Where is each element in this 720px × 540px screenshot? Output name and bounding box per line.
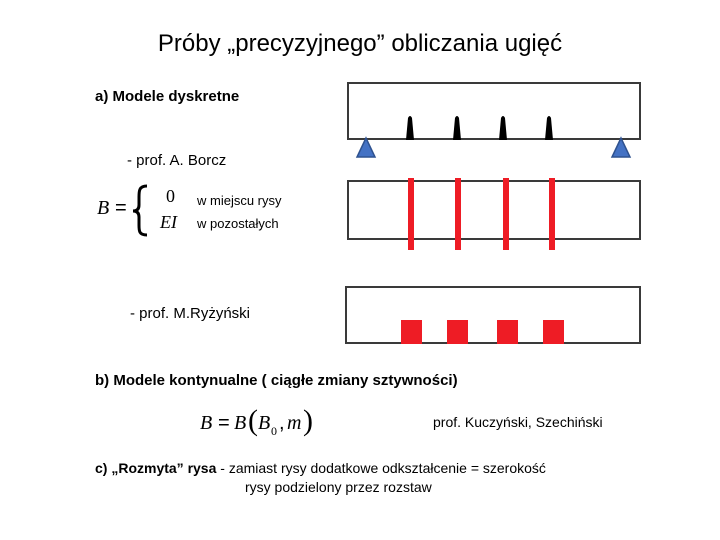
point-load-4 xyxy=(545,116,553,140)
formula-b-arg1: B xyxy=(258,412,271,434)
left-support-icon xyxy=(355,136,377,158)
section-c-line1: - zamiast rysy dodatkowe odkształcenie =… xyxy=(216,460,546,476)
section-b-heading: b) Modele kontynualne ( ciągłe zmiany sz… xyxy=(95,372,458,389)
zone-block-1 xyxy=(401,320,422,344)
section-c-heading: c) „Rozmyta” rysa xyxy=(95,460,217,476)
zone-block-3 xyxy=(497,320,518,344)
zone-block-4 xyxy=(543,320,564,344)
beam-loads-and-supports xyxy=(355,116,632,158)
author-ryzynski: - prof. M.Ryżyński xyxy=(130,305,251,322)
section-c: c) „Rozmyta” rysa - zamiast rysy dodatko… xyxy=(95,460,546,476)
formula-b-equals: = xyxy=(218,412,230,434)
formula-b-sep: , xyxy=(279,412,285,434)
authors-kuczynski: prof. Kuczyński, Szechiński xyxy=(433,414,603,430)
point-load-3 xyxy=(499,116,507,140)
section-c-line2: rysy podzielony przez rozstaw xyxy=(245,479,432,495)
formula-lhs: B xyxy=(97,197,110,219)
curly-brace xyxy=(132,184,148,237)
formula-b-arg2: m xyxy=(287,412,302,434)
formula-equals: = xyxy=(115,197,127,219)
crack-bar-1 xyxy=(408,178,414,250)
page-title: Próby „precyzyjnego” obliczania ugięć xyxy=(157,30,563,57)
case-ei-text: w pozostałych xyxy=(197,216,279,231)
point-load-2 xyxy=(453,116,461,140)
crack-bars xyxy=(408,178,555,250)
formula-b-paren-open: ( xyxy=(248,404,258,437)
case-ei: EI xyxy=(160,212,177,232)
crack-bar-2 xyxy=(455,178,461,250)
case-zero-text: w miejscu rysy xyxy=(197,193,282,208)
zone-block-2 xyxy=(447,320,468,344)
formula-b-paren-close: ) xyxy=(303,404,313,437)
author-borcz: - prof. A. Borcz xyxy=(127,152,227,169)
right-support-icon xyxy=(610,136,632,158)
formula-b-fn: B xyxy=(234,412,247,434)
beam-middle xyxy=(347,180,641,240)
point-load-1 xyxy=(406,116,414,140)
formula-b-arg1-sub: 0 xyxy=(271,424,277,438)
stiffness-zones xyxy=(401,320,564,344)
section-a-heading: a) Modele dyskretne xyxy=(95,88,240,105)
crack-bar-4 xyxy=(549,178,555,250)
beam-top xyxy=(347,82,641,140)
formula-b-lhs: B xyxy=(200,412,213,434)
case-zero: 0 xyxy=(166,186,175,206)
crack-bar-3 xyxy=(503,178,509,250)
beam-bottom xyxy=(345,286,641,344)
